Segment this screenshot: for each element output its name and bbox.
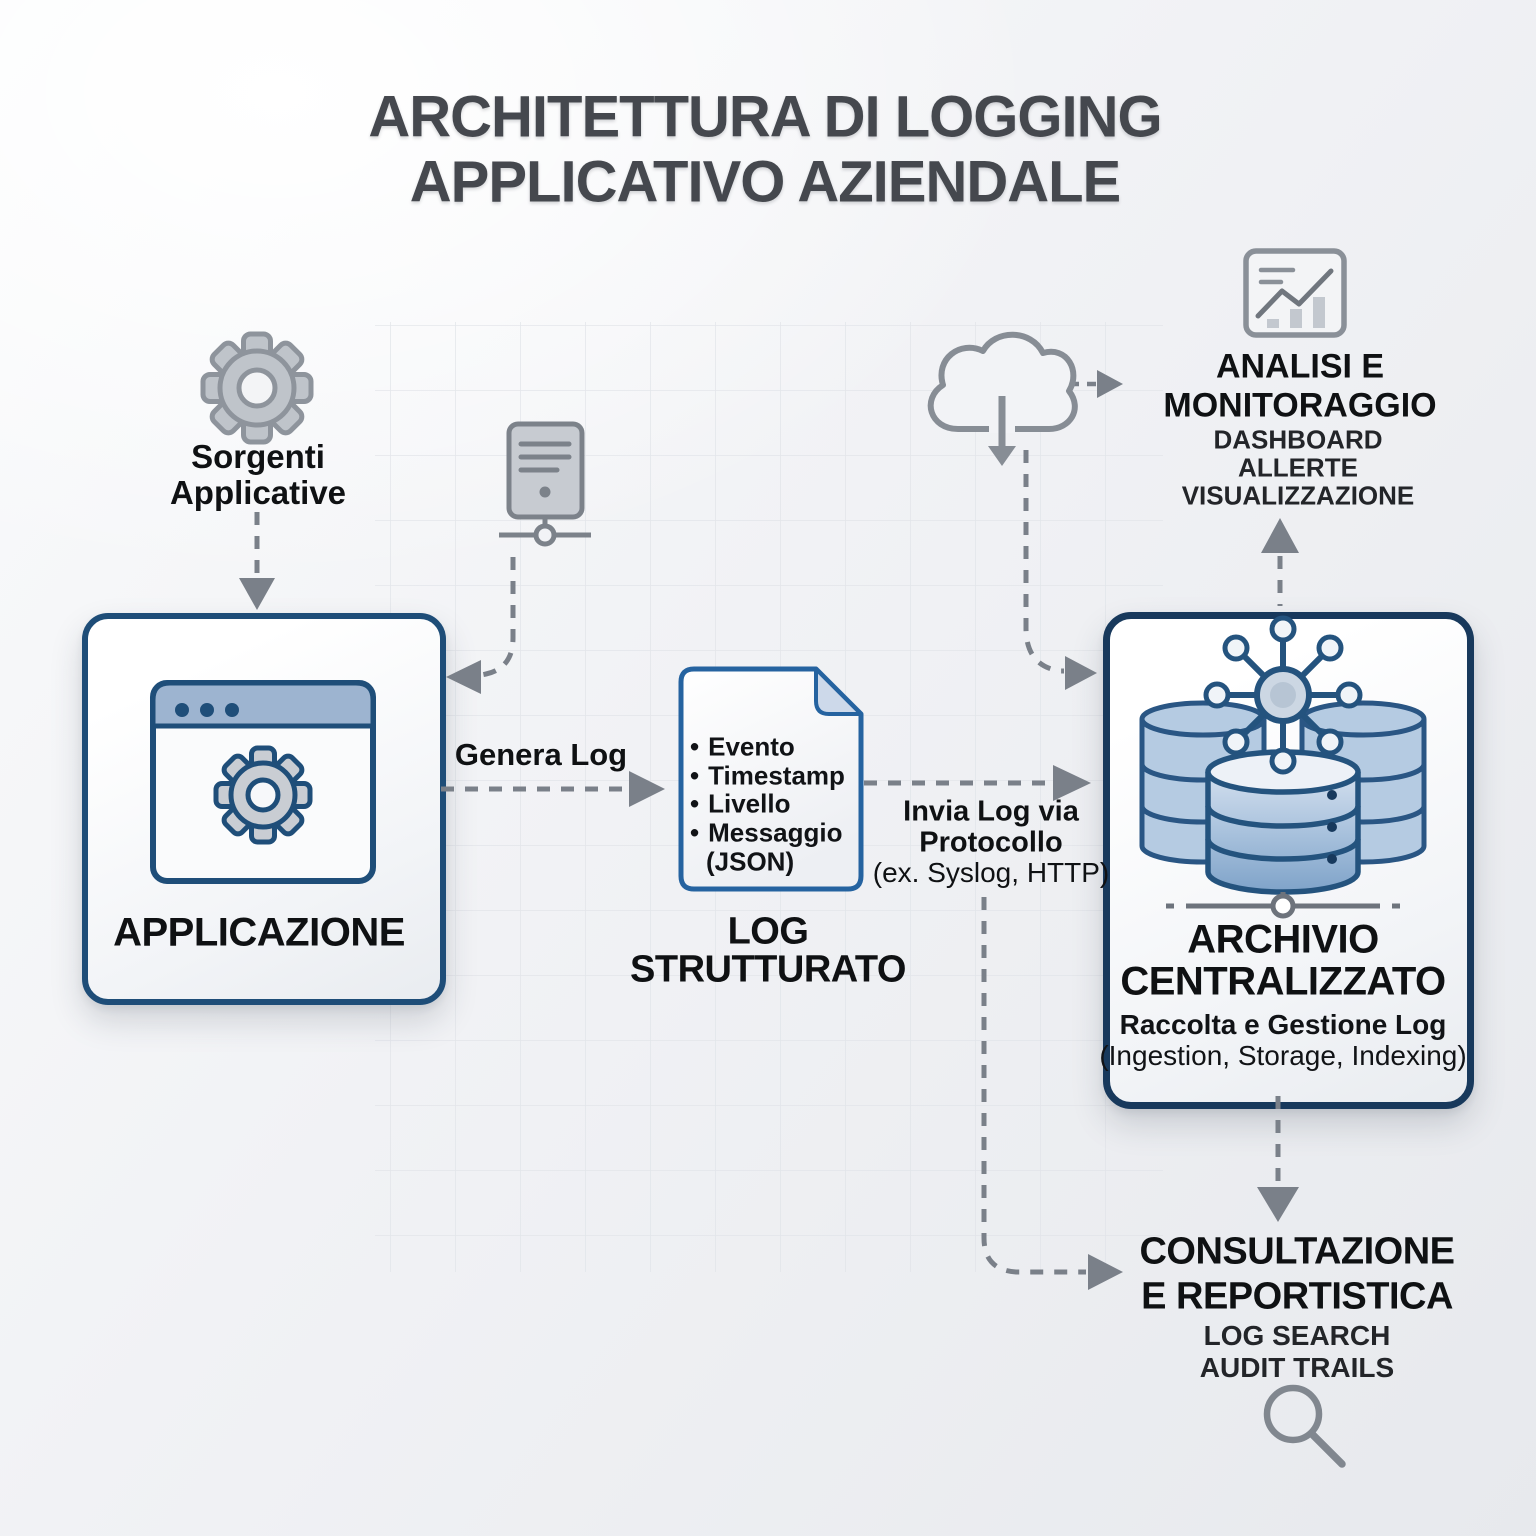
analisi-sub-visualizzazione: VISUALIZZAZIONE [1181,480,1415,511]
log-field-evento: •Evento [690,731,795,762]
page-title-line1: ARCHITETTURA DI LOGGING [368,84,1162,150]
log-field-json: (JSON) [706,846,795,877]
log-strutturato-line2: STRUTTURATO [630,948,906,991]
page-title-line2: APPLICATIVO AZIENDALE [409,149,1121,215]
analisi-title-line2: MONITORAGGIO [1163,386,1437,425]
invia-label-line1: Invia Log via [903,795,1079,828]
consultazione-sub-logsearch: LOG SEARCH [1203,1320,1391,1351]
log-field-livello: •Livello [690,788,791,819]
analisi-sub-allerte: ALLERTE [1238,452,1358,483]
log-strutturato-line1: LOG [727,910,809,953]
arrow-cloud-to-archivio [1023,450,1064,674]
cloud-download-icon [927,331,1078,466]
genera-log-label: Genera Log [454,737,628,772]
invia-label-line3: (ex. Syslog, HTTP) [872,857,1110,888]
arrow-log-to-consultazione [981,897,1086,1275]
gear-icon [200,331,314,445]
bullet: • [690,788,700,819]
bullet: • [690,817,700,848]
arrow-server-to-app [480,557,516,678]
archivio-sub-bold: Raccolta e Gestione Log [1119,1009,1447,1040]
bullet: • [690,731,700,762]
consultazione-title-line1: CONSULTAZIONE [1139,1230,1455,1273]
chart-icon [1243,248,1347,338]
invia-label-line2: Protocollo [919,826,1063,859]
archivio-title-line2: CENTRALIZZATO [1120,959,1446,1004]
sources-label-line1: Sorgenti [191,438,325,475]
archivio-title-line1: ARCHIVIO [1187,917,1379,962]
log-field-timestamp: •Timestamp [690,760,845,791]
sources-label-line2: Applicative [169,474,347,511]
analisi-title-line1: ANALISI E [1215,347,1385,386]
applicazione-label: APPLICAZIONE [113,910,405,955]
search-icon [1263,1384,1346,1468]
analisi-sub-dashboard: DASHBOARD [1213,424,1383,455]
consultazione-sub-audittrails: AUDIT TRAILS [1199,1352,1395,1383]
archivio-sub-plain: (Ingestion, Storage, Indexing) [1099,1040,1467,1071]
bullet: • [690,760,700,791]
log-field-messaggio: •Messaggio [690,817,843,848]
consultazione-title-line2: E REPORTISTICA [1141,1275,1453,1318]
server-icon [499,421,591,547]
